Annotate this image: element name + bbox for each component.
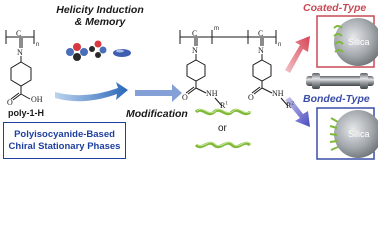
nitrogen-label-2: N	[192, 46, 198, 55]
helicity-line-1: Helicity Induction	[56, 4, 144, 16]
stationary-line-2: Chiral Stationary Phases	[8, 140, 121, 152]
r1-label: R1	[220, 101, 228, 110]
r1-letter: R	[220, 101, 226, 110]
helix-top	[194, 108, 252, 116]
r2-superscript: 2	[291, 101, 294, 107]
helicity-heading: Helicity Induction & Memory	[52, 4, 148, 28]
bonded-silica-box	[316, 107, 378, 160]
hydroxyl-label: OH	[31, 95, 43, 104]
amide-nh-label-1: NH	[206, 89, 218, 98]
chiral-inducer-molecules	[66, 40, 131, 61]
bonded-arrow	[285, 97, 310, 127]
helix-bottom	[194, 141, 252, 149]
amide-nh-label-2: NH	[272, 89, 284, 98]
silica-label-bonded: Silica	[348, 129, 370, 139]
subscript-n-2: n	[278, 42, 282, 48]
oxygen-label-2: O	[182, 93, 188, 102]
subscript-m: m	[214, 26, 219, 32]
oxygen-label-3: O	[248, 93, 254, 102]
carbon-label: C	[16, 29, 22, 38]
r1-superscript: 1	[225, 101, 228, 107]
monomer-structure-left	[5, 30, 35, 101]
stationary-line-1: Polyisocyanide-Based	[14, 128, 115, 140]
modification-arrow	[135, 84, 182, 102]
carbonyl-oxygen-label: O	[7, 98, 13, 107]
column-tube	[306, 73, 374, 89]
carbon-label-3: C	[258, 29, 264, 38]
nitrogen-label-3: N	[258, 46, 264, 55]
coated-type-heading: Coated-Type	[303, 2, 367, 14]
r2-letter: R	[286, 101, 292, 110]
polymer-label: poly-1-H	[8, 108, 44, 118]
coated-arrow	[285, 36, 310, 73]
silica-label-coated: Silica	[348, 37, 370, 47]
bonded-type-heading: Bonded-Type	[303, 93, 370, 105]
modification-heading: Modification	[126, 108, 188, 120]
diagram-graphics	[5, 15, 378, 160]
carbon-label-2: C	[192, 29, 198, 38]
r2-label: R2	[286, 101, 294, 110]
helicity-line-2: & Memory	[74, 16, 126, 28]
stationary-phase-label-box: Polyisocyanide-Based Chiral Stationary P…	[3, 122, 126, 159]
nitrogen-label: N	[17, 48, 23, 57]
modified-polymer-structure	[179, 30, 289, 107]
or-label: or	[218, 123, 227, 134]
coated-silica-box	[316, 15, 378, 68]
benzene-ring	[10, 61, 32, 87]
subscript-n: n	[36, 42, 40, 48]
helicity-arrow	[55, 82, 128, 102]
diagram-canvas: Helicity Induction & Memory Modification…	[3, 2, 378, 160]
